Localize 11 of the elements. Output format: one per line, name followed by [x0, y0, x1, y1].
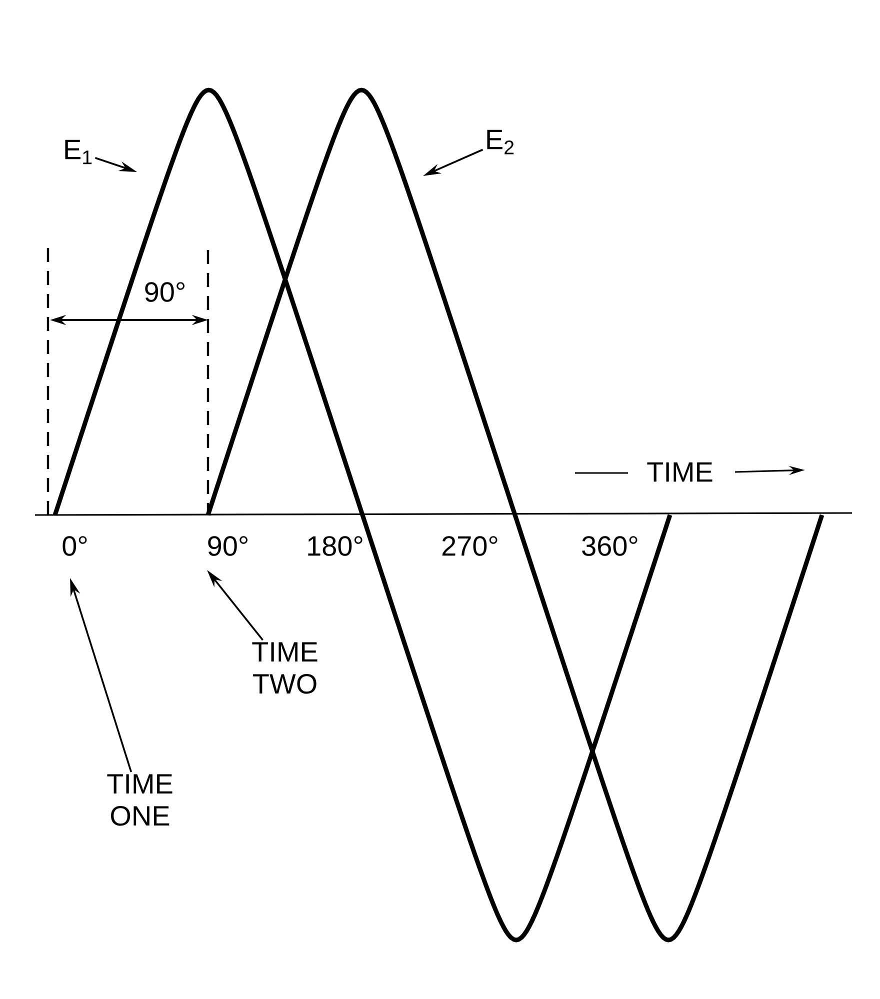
callout-label: TIME TWO [252, 642, 318, 694]
callout-label: E$_{1}$ [65, 140, 92, 164]
axis-label: TIME [647, 462, 712, 482]
tick-label: 0° [62, 536, 87, 556]
tick-label: 180° [308, 536, 362, 556]
dimension-label: 90° [145, 282, 184, 302]
tick-label: 90° [208, 536, 248, 556]
tick-label: 270° [442, 536, 498, 556]
callout-label: E$_{2}$ [487, 130, 514, 154]
callout-label: TIME ONE [107, 774, 172, 826]
tick-label: 360° [582, 536, 638, 556]
